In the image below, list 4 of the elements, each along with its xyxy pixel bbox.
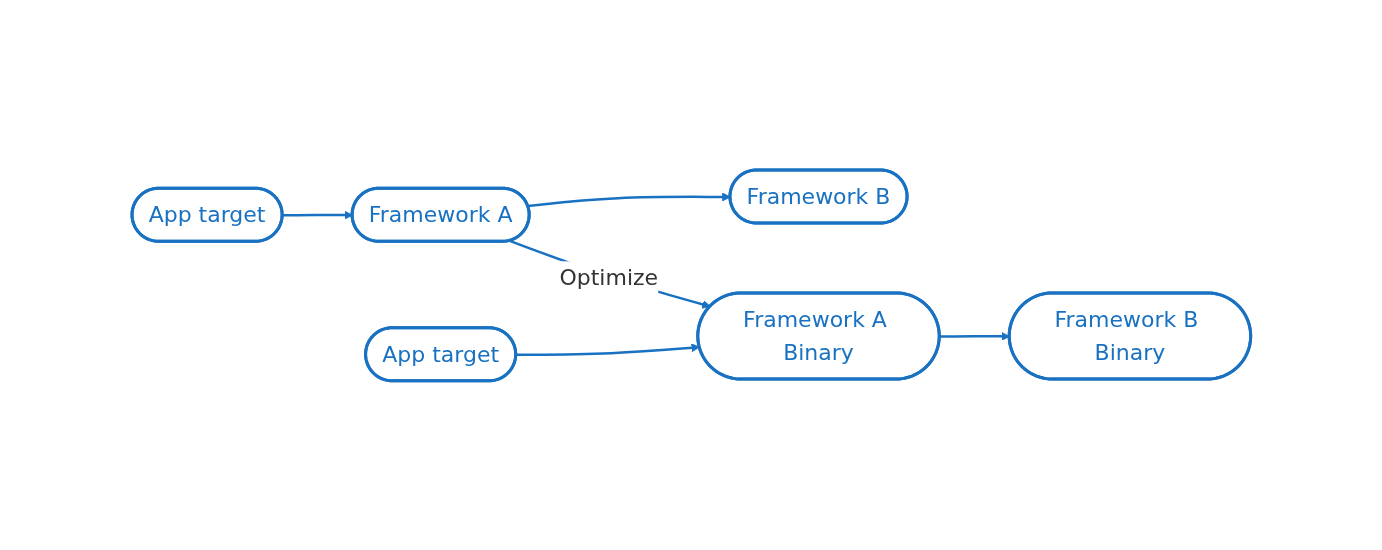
arrow — [508, 239, 711, 309]
edge-label: Optimize — [559, 264, 658, 290]
arrow — [939, 331, 1010, 341]
arrow — [515, 343, 700, 356]
